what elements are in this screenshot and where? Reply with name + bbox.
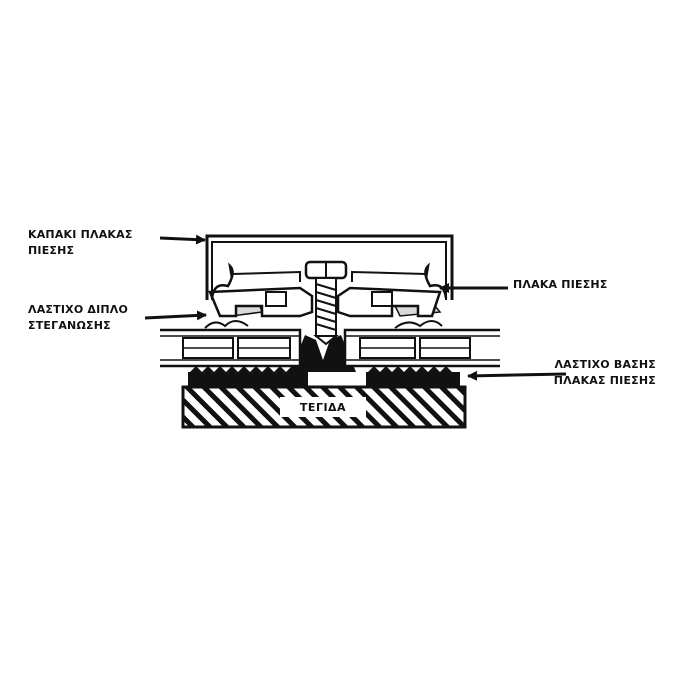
label-pressure-plate: ΠΛΑΚΑ ΠΙΕΣΗΣ	[513, 277, 608, 293]
arrow-gasket	[144, 310, 207, 321]
label-cover-line2: ΠΙΕΣΗΣ	[28, 244, 75, 257]
callout-arrows	[144, 234, 567, 381]
joist-label: ΤΕΓΙΔΑ	[300, 401, 346, 414]
label-gasket-line2: ΣΤΕΓΑΝΩΣΗΣ	[28, 319, 111, 332]
label-base-line1: ΛΑΣΤΙΧΟ ΒΑΣΗΣ	[554, 358, 656, 371]
label-base-line2: ΠΛΑΚΑΣ ΠΙΕΣΗΣ	[553, 374, 656, 387]
joist-beam: ΤΕΓΙΔΑ	[181, 385, 467, 429]
label-gasket-line1: ΛΑΣΤΙΧΟ ΔΙΠΛΟ	[28, 303, 129, 316]
label-double-sealing-gasket: ΛΑΣΤΙΧΟ ΔΙΠΛΟ ΣΤΕΓΑΝΩΣΗΣ	[28, 302, 128, 334]
label-base-gasket: ΛΑΣΤΙΧΟ ΒΑΣΗΣ ΠΛΑΚΑΣ ΠΙΕΣΗΣ	[554, 357, 656, 389]
base-gasket	[188, 335, 460, 387]
polycarbonate-sheet-right	[343, 328, 500, 368]
arrow-base	[467, 370, 567, 381]
polycarbonate-sheet-left	[160, 328, 302, 368]
label-plate-line1: ΠΛΑΚΑ ΠΙΕΣΗΣ	[513, 278, 608, 291]
screw	[304, 260, 348, 346]
pressure-plate	[208, 286, 442, 318]
label-cover-line1: ΚΑΠΑΚΙ ΠΛΑΚΑΣ	[28, 228, 133, 241]
label-pressure-plate-cover: ΚΑΠΑΚΙ ΠΛΑΚΑΣ ΠΙΕΣΗΣ	[28, 227, 133, 259]
arrow-cover	[159, 234, 206, 245]
